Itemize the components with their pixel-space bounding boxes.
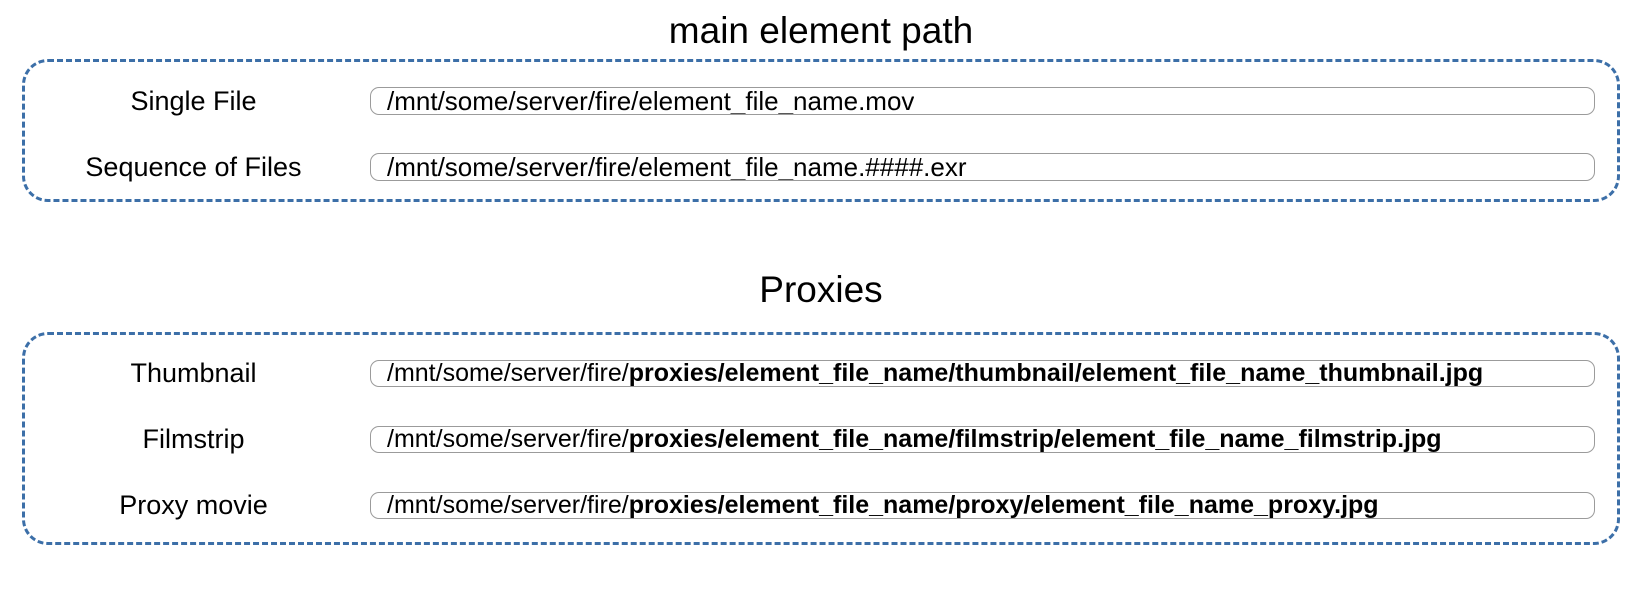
proxies-title: Proxies bbox=[759, 269, 883, 310]
field-single-file-text: /mnt/some/server/fire/element_file_name.… bbox=[371, 88, 914, 114]
field-thumbnail-emphasis: proxies/element_file_name/thumbnail/elem… bbox=[628, 361, 1484, 386]
row-filmstrip: Filmstrip /mnt/some/server/fire/proxies/… bbox=[25, 414, 1595, 465]
field-filmstrip-emphasis: proxies/element_file_name/filmstrip/elem… bbox=[628, 427, 1442, 452]
row-proxy-movie: Proxy movie /mnt/some/server/fire/proxie… bbox=[25, 480, 1595, 531]
field-proxy-movie[interactable]: /mnt/some/server/fire/proxies/element_fi… bbox=[370, 492, 1595, 519]
field-thumbnail-text: /mnt/some/server/fire/proxies/element_fi… bbox=[371, 361, 1483, 386]
field-single-file[interactable]: /mnt/some/server/fire/element_file_name.… bbox=[370, 87, 1595, 115]
field-single-file-prefix: /mnt/some/server/fire/element_file_name.… bbox=[387, 88, 915, 114]
label-single-file: Single File bbox=[130, 85, 257, 116]
field-proxy-movie-emphasis: proxies/element_file_name/proxy/element_… bbox=[628, 493, 1379, 518]
field-proxy-movie-text: /mnt/some/server/fire/proxies/element_fi… bbox=[371, 493, 1379, 518]
field-filmstrip[interactable]: /mnt/some/server/fire/proxies/element_fi… bbox=[370, 426, 1595, 453]
label-proxy-movie: Proxy movie bbox=[119, 490, 268, 520]
field-sequence-of-files[interactable]: /mnt/some/server/fire/element_file_name.… bbox=[370, 153, 1595, 181]
row-sequence-of-files: Sequence of Files /mnt/some/server/fire/… bbox=[25, 142, 1595, 192]
label-thumbnail: Thumbnail bbox=[130, 358, 257, 388]
field-thumbnail[interactable]: /mnt/some/server/fire/proxies/element_fi… bbox=[370, 360, 1595, 387]
main-element-path-group: Single File /mnt/some/server/fire/elemen… bbox=[22, 59, 1620, 202]
field-thumbnail-prefix: /mnt/some/server/fire/ bbox=[387, 361, 629, 386]
row-single-file: Single File /mnt/some/server/fire/elemen… bbox=[25, 76, 1595, 126]
field-filmstrip-text: /mnt/some/server/fire/proxies/element_fi… bbox=[371, 427, 1442, 452]
field-sequence-of-files-text: /mnt/some/server/fire/element_file_name.… bbox=[371, 154, 967, 180]
field-sequence-of-files-prefix: /mnt/some/server/fire/element_file_name.… bbox=[387, 154, 967, 180]
row-thumbnail: Thumbnail /mnt/some/server/fire/proxies/… bbox=[25, 348, 1595, 399]
field-filmstrip-prefix: /mnt/some/server/fire/ bbox=[387, 427, 629, 452]
label-filmstrip: Filmstrip bbox=[142, 424, 245, 454]
field-proxy-movie-prefix: /mnt/some/server/fire/ bbox=[387, 493, 629, 518]
main-element-path-title: main element path bbox=[668, 10, 974, 51]
proxies-group: Thumbnail /mnt/some/server/fire/proxies/… bbox=[22, 332, 1620, 545]
label-sequence-of-files: Sequence of Files bbox=[85, 151, 302, 182]
